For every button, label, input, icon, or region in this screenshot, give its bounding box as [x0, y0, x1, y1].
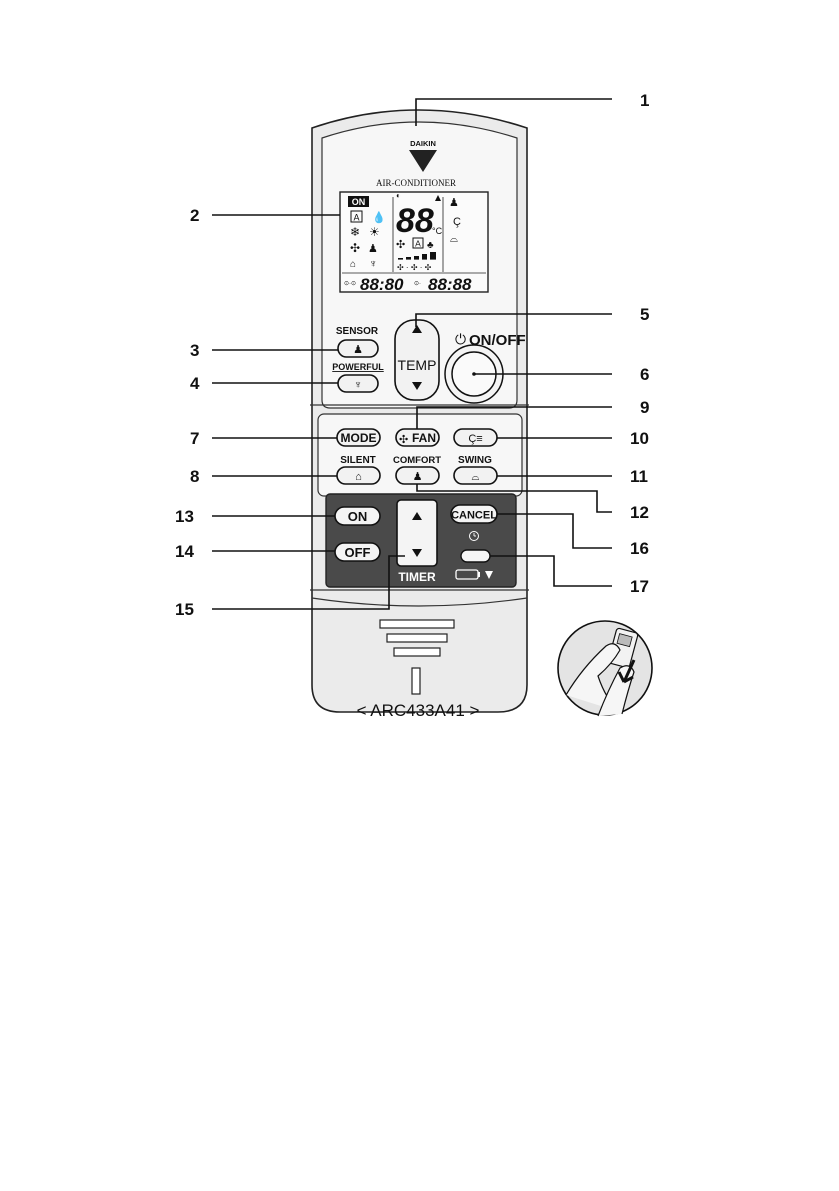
callout-11: 11: [630, 467, 648, 486]
fan-small-icons: ✣ · ✣ · ✣: [397, 263, 432, 272]
dry-mode-icon: 💧: [372, 211, 386, 224]
callout-7: 7: [190, 429, 199, 448]
sensor-icon: ♟: [353, 344, 363, 356]
lcd-temp-digits: 88: [396, 202, 434, 240]
callout-1: 1: [640, 91, 649, 110]
callout-13: 13: [175, 507, 194, 526]
silent-label: SILENT: [340, 455, 376, 466]
timer-off-label: OFF: [345, 545, 371, 560]
lcd-display: ON A 💧 ❄ ☀ ✣ ♟ ⌂ ♆ ◐ 88 °C ✣ A ♣ ✣ · ✣ ·…: [340, 191, 488, 294]
callout-8: 8: [190, 467, 199, 486]
tree-icon: ♣: [427, 240, 434, 251]
power-icon: ⏻: [455, 331, 466, 347]
sensor-lcd-icon: ♟: [368, 243, 378, 255]
comfort-icon: ♟: [413, 471, 423, 483]
thermometer-icon: ◐: [396, 191, 401, 200]
timer-on-label: ON: [348, 509, 368, 524]
powerful-icon: ♆: [354, 379, 362, 391]
mode-label: MODE: [341, 431, 377, 445]
callout-15: 15: [175, 600, 194, 619]
silent-lcd-icon: ⌂: [350, 259, 356, 270]
callout-16: 16: [630, 539, 649, 558]
lcd-timer-on-digits: 88:80: [360, 275, 404, 294]
comfort-lcd-icon: ♟: [449, 197, 459, 209]
callout-6: 6: [640, 365, 649, 384]
fan-mode-icon: ✣: [350, 241, 360, 255]
heat-mode-icon: ☀: [369, 225, 380, 239]
swing-lcd-icon: ⌓: [450, 234, 458, 245]
swing-label: SWING: [458, 455, 492, 466]
callout-17: 17: [630, 577, 649, 596]
product-label: AIR-CONDITIONER: [376, 178, 456, 188]
lcd-on-badge: ON: [352, 197, 366, 207]
powerful-label: POWERFUL: [332, 362, 384, 372]
lcd-fan-auto-icon: A: [415, 239, 421, 249]
timer-off-clock-icon: ⊙·: [414, 281, 421, 287]
sensor-label: SENSOR: [336, 326, 379, 337]
swing-direction-icon: Ç: [453, 216, 461, 228]
callout-10: 10: [630, 429, 649, 448]
brand-name: DAIKIN: [410, 139, 436, 148]
swing-icon: ⌓: [472, 472, 480, 483]
cool-mode-icon: ❄: [350, 225, 360, 239]
fan-label: FAN: [412, 431, 436, 445]
fan-speed-icon: ✣: [396, 239, 405, 251]
timer-on-clock-icon: ⊙·⊙: [344, 281, 356, 287]
timer-label: TIMER: [398, 570, 436, 584]
powerful-lcd-icon: ♆: [369, 258, 377, 270]
silent-icon: ⌂: [355, 471, 362, 483]
lcd-temp-unit: °C: [432, 226, 443, 236]
callout-9: 9: [640, 398, 649, 417]
callout-3: 3: [190, 341, 199, 360]
lcd-auto-mode-icon: A: [353, 213, 359, 223]
lcd-timer-off-digits: 88:88: [428, 275, 472, 294]
callout-4: 4: [190, 374, 200, 393]
battery-cover-inset: [558, 621, 652, 716]
vertical-swing-icon: Ç≡: [468, 433, 482, 445]
callout-14: 14: [175, 542, 194, 561]
clock-setting-button[interactable]: [461, 550, 490, 562]
callout-5: 5: [640, 305, 649, 324]
callout-2: 2: [190, 206, 199, 225]
fan-icon: ✣: [399, 434, 408, 446]
temp-label: TEMP: [398, 357, 437, 373]
comfort-label: COMFORT: [393, 455, 441, 466]
model-caption: < ARC433A41 >: [357, 701, 480, 720]
callout-12: 12: [630, 503, 649, 522]
cancel-label: CANCEL: [451, 510, 497, 522]
